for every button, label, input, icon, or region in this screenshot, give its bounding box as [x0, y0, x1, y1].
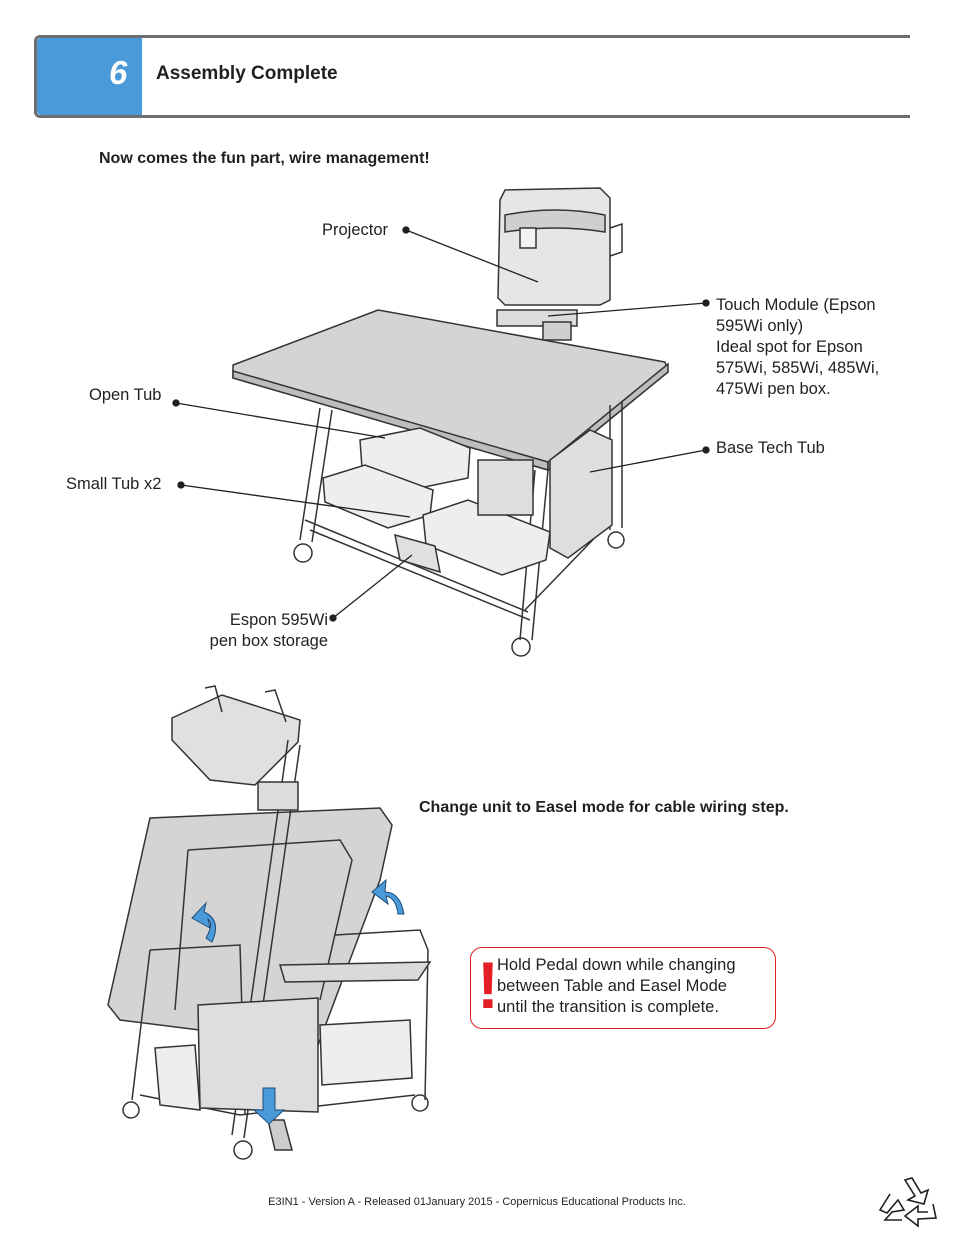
leader-lines: [172, 226, 710, 622]
label-touch-module-line-5: 475Wi pen box.: [716, 380, 831, 398]
step-header: 6 Assembly Complete: [34, 35, 910, 118]
step-number: 6: [109, 54, 128, 91]
warning-exclamation-icon: !: [477, 948, 499, 1022]
footer-text: E3IN1 - Version A - Released 01January 2…: [268, 1196, 686, 1208]
easel-mode-illustration: [107, 685, 432, 1160]
intro-text: Now comes the fun part, wire management!: [99, 150, 430, 167]
label-pen-box-line-1: Espon 595Wi: [229, 611, 328, 629]
pedal-down-arrow-icon: [252, 1087, 286, 1125]
projector-drawing: [496, 187, 623, 341]
label-pen-box-line-2: pen box storage: [209, 632, 328, 650]
warning-text: Hold Pedal down while changing between T…: [497, 955, 773, 1018]
table-mode-illustration: [172, 187, 710, 657]
label-projector: Projector: [322, 221, 389, 239]
label-pen-box: Espon 595Wi pen box storage: [194, 610, 328, 652]
label-touch-module-line-2: 595Wi only): [716, 317, 804, 335]
pedal-warning-box: ! Hold Pedal down while changing between…: [470, 947, 776, 1029]
recycle-icon: [878, 1177, 937, 1228]
label-open-tub: Open Tub: [89, 386, 162, 404]
label-base-tech-tub: Base Tech Tub: [716, 439, 825, 457]
step-title: Assembly Complete: [156, 63, 338, 84]
header-frame: [34, 35, 910, 118]
warning-line-1: Hold Pedal down while changing: [497, 956, 736, 974]
easel-mode-note: Change unit to Easel mode for cable wiri…: [419, 799, 789, 816]
step-number-box: 6: [37, 38, 142, 115]
label-touch-module-line-4: 575Wi, 585Wi, 485Wi,: [716, 359, 880, 377]
table-drawing: [232, 309, 669, 657]
warning-line-2: between Table and Easel Mode: [497, 977, 727, 995]
rotate-arrow-icon: [191, 878, 405, 943]
warning-line-3: until the transition is complete.: [497, 998, 719, 1016]
label-small-tub: Small Tub x2: [66, 475, 162, 493]
label-touch-module-line-3: Ideal spot for Epson: [716, 338, 863, 356]
label-touch-module-line-1: Touch Module (Epson: [716, 296, 876, 314]
label-touch-module: Touch Module (Epson 595Wi only) Ideal sp…: [716, 295, 879, 400]
